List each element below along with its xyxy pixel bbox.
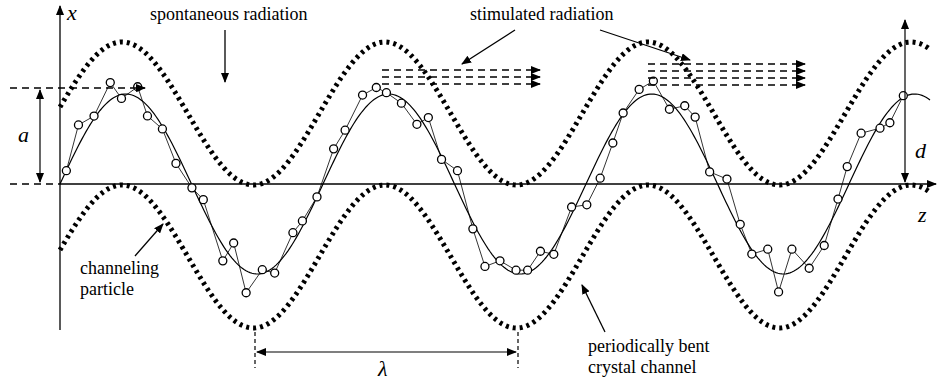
atom bbox=[706, 168, 714, 176]
atom bbox=[230, 239, 238, 247]
atom bbox=[424, 114, 432, 122]
atom bbox=[843, 163, 851, 171]
atom bbox=[665, 105, 673, 113]
atom bbox=[74, 121, 82, 129]
dimension-label: a bbox=[18, 122, 29, 147]
atom bbox=[330, 145, 338, 153]
atom bbox=[691, 113, 699, 121]
atom bbox=[199, 196, 207, 204]
atom bbox=[372, 84, 380, 92]
axis-label: x bbox=[67, 0, 77, 25]
atom bbox=[834, 195, 842, 203]
atom bbox=[619, 109, 627, 117]
atom bbox=[62, 167, 70, 175]
callout-label: periodically bent crystal channel bbox=[588, 336, 748, 377]
atom bbox=[550, 250, 558, 258]
atom bbox=[764, 245, 772, 253]
radiation-beam bbox=[648, 70, 805, 71]
atom bbox=[453, 167, 461, 175]
atom bbox=[397, 99, 405, 107]
channel-wall bbox=[60, 185, 930, 328]
atom bbox=[219, 257, 227, 265]
atom bbox=[298, 217, 306, 225]
atom bbox=[876, 124, 884, 132]
atom bbox=[271, 269, 279, 277]
atom bbox=[748, 250, 756, 258]
callout-label: stimulated radiation bbox=[470, 4, 613, 25]
particle-trajectory bbox=[60, 94, 930, 274]
atom bbox=[583, 201, 591, 209]
callout-label: channeling particle bbox=[80, 258, 185, 299]
radiation-beam bbox=[10, 87, 145, 88]
atom bbox=[805, 264, 813, 272]
atom bbox=[359, 91, 367, 99]
atom bbox=[158, 125, 166, 133]
radiation-beam bbox=[648, 84, 805, 85]
leader-arrow bbox=[582, 285, 605, 332]
pointer-arrow bbox=[224, 30, 225, 82]
dimension-arrow bbox=[39, 90, 40, 182]
dimension-label: λ bbox=[378, 356, 388, 381]
dimension-label: d bbox=[915, 138, 926, 163]
atom bbox=[117, 94, 125, 102]
atom bbox=[536, 247, 544, 255]
radiation-beam bbox=[382, 69, 540, 70]
atom bbox=[524, 266, 532, 274]
atom bbox=[512, 266, 520, 274]
atom bbox=[736, 220, 744, 228]
atom bbox=[469, 225, 477, 233]
atom bbox=[596, 174, 604, 182]
reference-line bbox=[10, 183, 60, 184]
radiation-beam bbox=[648, 77, 805, 78]
atom bbox=[788, 245, 796, 253]
atom bbox=[242, 289, 250, 297]
dimension-arrow bbox=[904, 20, 905, 182]
atom bbox=[609, 139, 617, 147]
atom-group bbox=[62, 77, 907, 297]
atom bbox=[899, 92, 907, 100]
atom bbox=[681, 102, 689, 110]
atom bbox=[258, 266, 266, 274]
channel-wall bbox=[60, 42, 930, 185]
dimension-tick bbox=[517, 332, 518, 368]
radiation-beam bbox=[382, 83, 540, 84]
atom bbox=[289, 229, 297, 237]
atom bbox=[134, 83, 142, 91]
atom bbox=[313, 193, 321, 201]
atom bbox=[481, 262, 489, 270]
atom bbox=[820, 241, 828, 249]
atom bbox=[106, 79, 114, 87]
radiation-beam bbox=[648, 63, 805, 64]
dimension-arrow bbox=[257, 351, 516, 352]
radiation-beam bbox=[382, 76, 540, 77]
atom bbox=[90, 112, 98, 120]
atom bbox=[886, 119, 894, 127]
atom bbox=[857, 129, 865, 137]
atom bbox=[143, 112, 151, 120]
atom bbox=[438, 155, 446, 163]
atom bbox=[341, 126, 349, 134]
x-axis bbox=[59, 6, 60, 330]
callout-label: spontaneous radiation bbox=[150, 4, 307, 25]
atom bbox=[568, 203, 576, 211]
atom bbox=[496, 257, 504, 265]
pointer-arrow bbox=[600, 30, 690, 60]
pointer-arrow bbox=[462, 30, 515, 64]
atom bbox=[635, 85, 643, 93]
atom bbox=[382, 89, 390, 97]
atom bbox=[723, 175, 731, 183]
axis-label: z bbox=[918, 202, 927, 227]
atom bbox=[188, 184, 196, 192]
leader-arrow bbox=[135, 224, 163, 256]
dimension-tick bbox=[254, 332, 255, 368]
zigzag-path bbox=[66, 81, 903, 293]
atom bbox=[172, 159, 180, 167]
atom bbox=[775, 288, 783, 296]
atom bbox=[413, 120, 421, 128]
